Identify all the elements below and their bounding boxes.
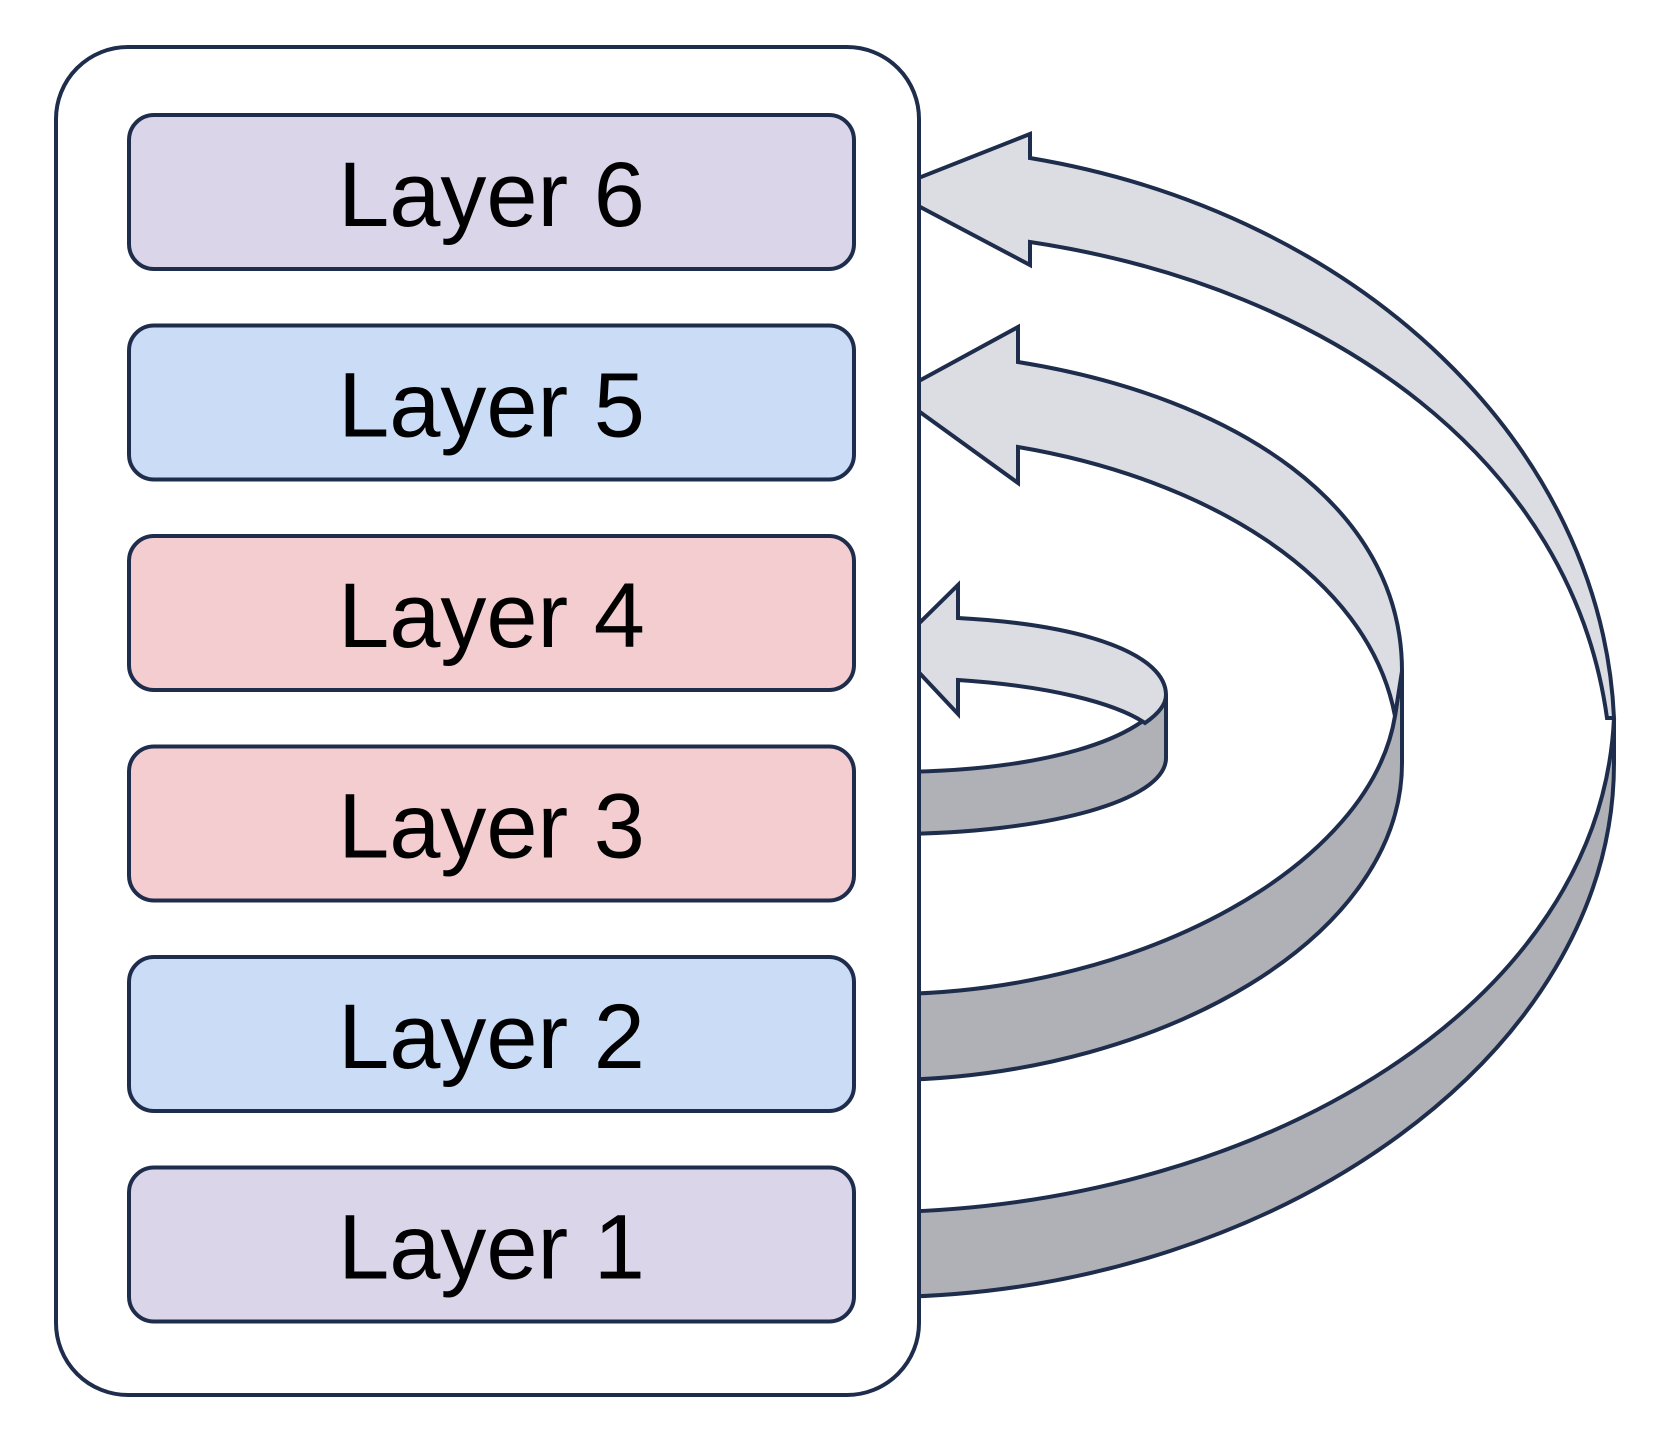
layer-2-box <box>127 955 856 1113</box>
layer-3-box <box>127 744 856 903</box>
layer-4-label: Layer 4 <box>338 565 645 667</box>
layer-3: Layer 3 <box>127 744 856 903</box>
skip-arrow-layer3-to-layer4 <box>892 580 1169 837</box>
layer-3-label: Layer 3 <box>338 776 645 878</box>
layer-stack: Layer 6 Layer 5 Layer 4 Layer 3 Layer 2 Layer… <box>127 113 856 1324</box>
layer-2-label: Layer 2 <box>338 986 645 1088</box>
layer-6: Layer 6 <box>127 113 856 271</box>
layer-5-label: Layer 5 <box>338 355 645 457</box>
layer-5: Layer 5 <box>127 323 856 482</box>
skip-arrow-layer2-to-layer5 <box>891 323 1405 1083</box>
skip-arrow-layer3-to-layer4-side <box>893 694 1168 837</box>
skip-arrow-layer3-to-layer4-head <box>892 580 1169 726</box>
skip-arrow-layer2-to-layer5-side <box>896 670 1404 1083</box>
layer-6-box <box>127 113 856 271</box>
skip-arrow-layer2-to-layer5-head <box>891 323 1405 717</box>
layer-5-box <box>127 323 856 482</box>
layer-1-box <box>127 1165 856 1324</box>
skip-connections <box>883 131 1617 1300</box>
layer-1: Layer 1 <box>127 1165 856 1324</box>
skip-arrow-layer1-to-layer6 <box>883 131 1617 1300</box>
layer-2: Layer 2 <box>127 955 856 1113</box>
layer-1-label: Layer 1 <box>338 1197 645 1299</box>
skip-arrow-layer1-to-layer6-side <box>892 717 1616 1300</box>
layer-4-box <box>127 534 856 692</box>
layer-4: Layer 4 <box>127 534 856 692</box>
layer-6-label: Layer 6 <box>338 144 645 246</box>
